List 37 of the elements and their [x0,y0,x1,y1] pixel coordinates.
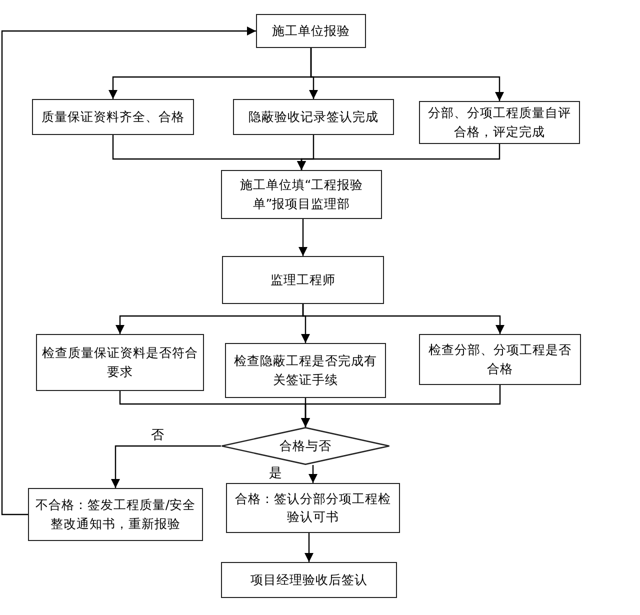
arrow [111,445,221,488]
process-box [419,101,580,144]
process-box [225,343,386,398]
process-box [256,14,366,48]
process-box [28,488,203,541]
process-box [36,334,204,391]
node-text: 检查分部、分项工程是否合格 [428,341,572,378]
node-text: 检查隐蔽工程是否完成有关签证手续 [233,352,378,388]
arrow [308,465,318,483]
decision-diamond [221,427,390,465]
node-text: 检查质量保证资料是否符合要求 [42,344,198,380]
arrow [304,533,314,562]
arrow [297,144,500,170]
edge-label: 否 [150,428,165,444]
arrow [302,304,504,334]
process-box [221,562,397,598]
node-text: 合格与否 [280,436,332,455]
node-text: 项目经理验收后签认 [250,570,368,589]
process-box [419,334,581,385]
node-text: 施工单位填“工程报验单”报项目监理部 [238,176,364,212]
node-text: 合格：签认分部分项工程检验认可书 [234,490,392,526]
arrow [310,48,504,101]
arrow [1,26,256,516]
node-text: 分部、分项工程质量自评合格，评定完成 [427,104,572,140]
node-text: 隐蔽验收记录签认完成 [248,108,378,126]
arrow [298,219,308,256]
process-box [32,99,194,135]
process-box [222,256,384,304]
process-box [233,99,394,135]
node-text: 监理工程师 [270,270,336,289]
node-text: 施工单位报验 [272,22,350,40]
arrow [301,385,501,427]
process-box [226,483,400,533]
node-text: 质量保证资料齐全、合格 [42,108,184,126]
edge-label: 是 [268,466,283,482]
node-text: 不合格：签发工程质量/安全整改通知书，重新报验 [34,496,197,532]
process-box [221,170,382,219]
